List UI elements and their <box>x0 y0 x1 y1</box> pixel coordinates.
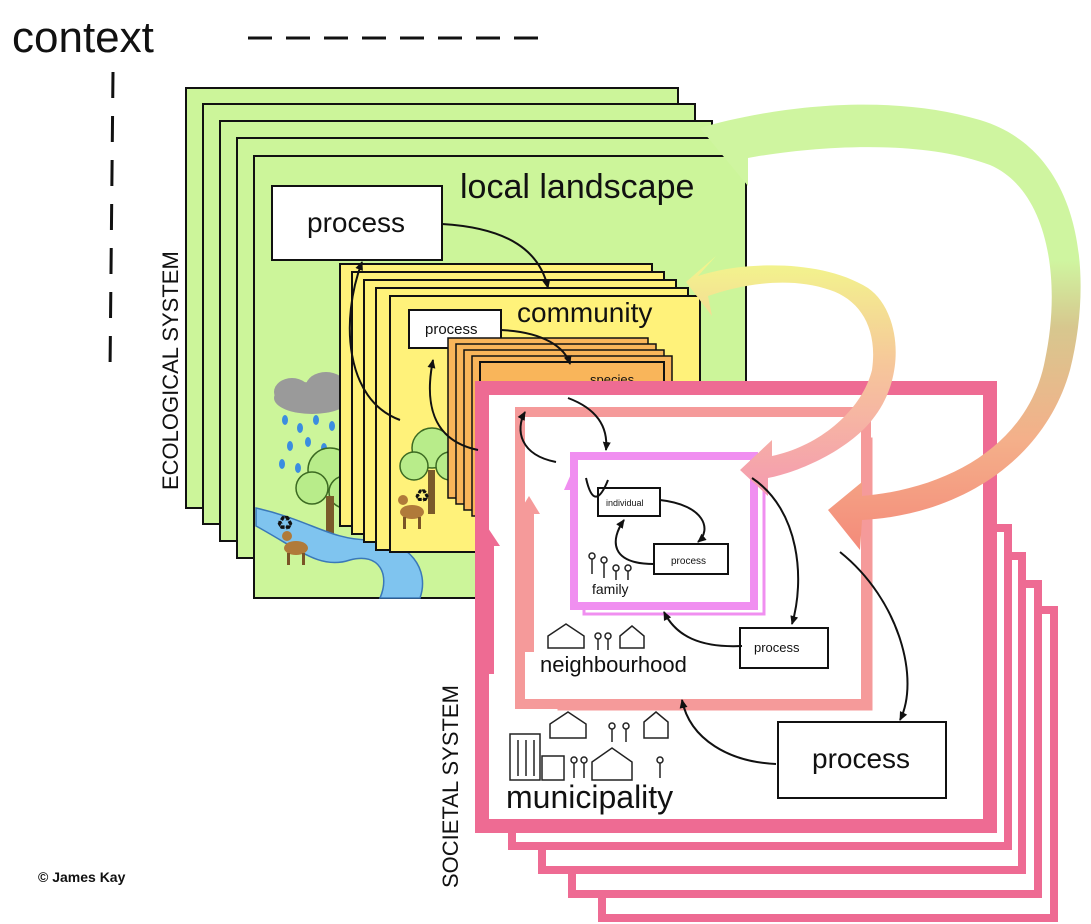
family-people-icon <box>588 552 632 580</box>
rain-cloud-icon <box>274 372 350 473</box>
copyright-label: © James Kay <box>38 869 126 885</box>
community-label: community <box>517 297 652 328</box>
up-arrow-neighbourhood <box>518 496 540 652</box>
community-process-label: process <box>425 321 478 338</box>
local-landscape-label: local landscape <box>460 168 694 206</box>
individual-soc-box <box>597 487 661 517</box>
river-icon <box>255 507 424 599</box>
family-label: family <box>592 581 629 597</box>
landscape-process-box <box>271 185 443 261</box>
up-arrow-family <box>564 474 578 490</box>
ecological-system-label: ECOLOGICAL SYSTEM <box>158 251 183 490</box>
small-curved-feedback-arrow <box>686 256 896 496</box>
municipality-process-label: process <box>812 743 910 774</box>
neighbourhood-houses-icon <box>547 623 645 650</box>
societal-system-label: SOCIETAL SYSTEM <box>438 685 463 888</box>
context-dashed-line-vertical <box>108 71 115 373</box>
municipality-process-box <box>777 721 947 799</box>
municipality-label: municipality <box>506 779 673 815</box>
landscape-process-label: process <box>307 207 405 238</box>
family-process-label: process <box>671 556 706 567</box>
up-arrow-municipality <box>476 528 500 674</box>
neighbourhood-process-box <box>739 627 829 669</box>
family-process-box <box>653 543 729 575</box>
context-label: context <box>12 13 154 62</box>
recycle-icon: ♻ <box>276 513 294 535</box>
family-front-panel <box>570 452 758 610</box>
community-deer-icon <box>398 495 424 529</box>
deer-icon <box>282 531 308 565</box>
individual-soc-label: individual <box>606 498 644 508</box>
process-arrows <box>348 223 909 765</box>
neighbourhood-process-label: process <box>754 640 800 655</box>
municipality-buildings-icon <box>509 711 669 781</box>
family-stack <box>570 452 766 616</box>
community-recycle-icon: ♻ <box>414 486 430 506</box>
neighbourhood-label: neighbourhood <box>540 652 687 677</box>
big-curved-feedback-arrow <box>700 104 1081 550</box>
